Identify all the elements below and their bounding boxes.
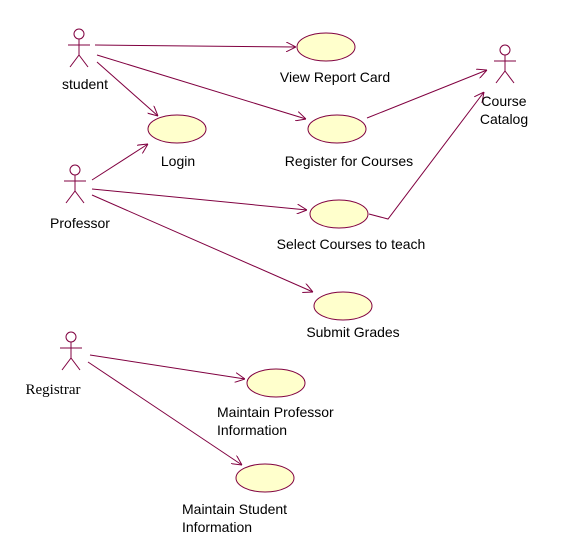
assoc-student-login — [96, 61, 158, 116]
use-case-maintain-professor-information-label: Maintain Professor Information — [217, 404, 334, 438]
use-case-view-report-card-label: View Report Card — [279, 69, 391, 85]
use-case-submit-grades-label: Submit Grades — [306, 324, 400, 340]
use-case-login-label: Login — [160, 153, 196, 169]
use-case-maintain-student-information[interactable] — [235, 463, 295, 493]
use-case-maintain-professor-information[interactable] — [246, 368, 306, 398]
actor-course-catalog-label: Course Catalog — [479, 93, 529, 127]
assoc-registrar-maintain-professor — [89, 354, 245, 379]
use-case-select-courses-to-teach[interactable] — [309, 199, 369, 229]
actor-registrar-icon[interactable] — [60, 331, 82, 371]
use-case-view-report-card[interactable] — [296, 32, 356, 62]
use-case-select-courses-to-teach-label: Select Courses to teach — [276, 236, 426, 252]
assoc-student-register-for-courses — [96, 54, 306, 119]
actor-professor-label: Professor — [50, 215, 110, 231]
assoc-select-courses-course-catalog — [368, 92, 484, 220]
assoc-professor-select-courses — [91, 188, 307, 210]
associations — [87, 45, 487, 465]
actor-registrar-label: Registrar — [25, 382, 81, 398]
assoc-professor-submit-grades — [91, 194, 313, 292]
use-cases — [147, 32, 373, 493]
use-case-login[interactable] — [147, 114, 207, 144]
actor-student-icon[interactable] — [68, 28, 90, 68]
actor-professor-icon[interactable] — [64, 164, 86, 204]
assoc-register-course-catalog — [366, 70, 487, 119]
actor-course-catalog-icon[interactable] — [494, 44, 516, 84]
use-case-register-for-courses-label: Register for Courses — [284, 153, 414, 169]
assoc-registrar-maintain-student — [87, 361, 242, 465]
assoc-student-view-report-card — [94, 45, 296, 47]
assoc-professor-login — [91, 144, 148, 181]
actor-student-label: student — [62, 76, 108, 92]
use-case-submit-grades[interactable] — [313, 291, 373, 321]
actors — [60, 28, 516, 371]
use-case-register-for-courses[interactable] — [307, 114, 367, 144]
use-case-maintain-student-information-label: Maintain Student Information — [182, 501, 288, 535]
